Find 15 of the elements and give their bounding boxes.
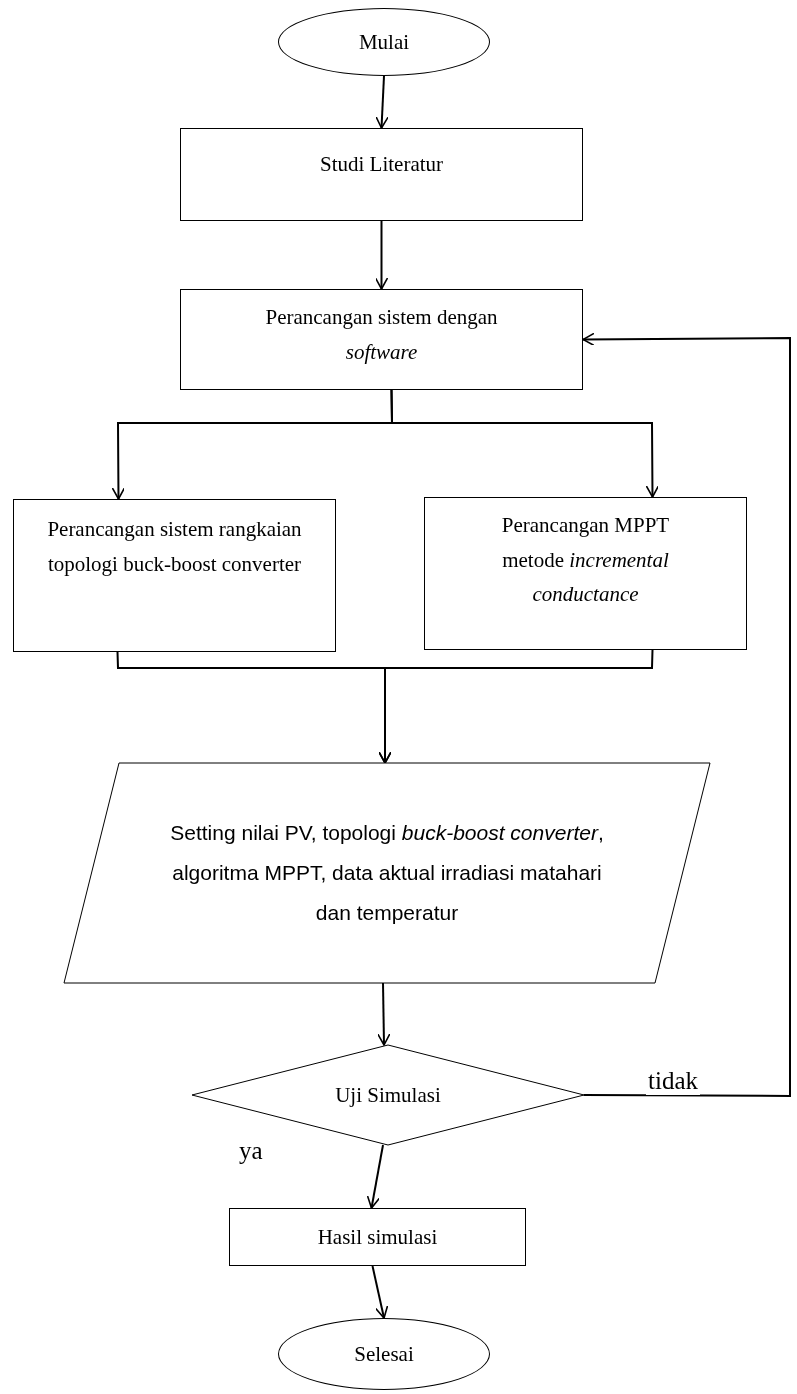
- arrow: [375, 75, 389, 129]
- decision-diamond: Uji Simulasi: [192, 1045, 584, 1145]
- arrow: [366, 1144, 384, 1209]
- process-box: Perancangan sistem rangkaian topologi buck-boost converter: [13, 499, 336, 652]
- arrow: [377, 982, 391, 1046]
- process-box: Studi Literatur: [180, 128, 583, 221]
- input-parallelogram: Setting nilai PV, topologi buck-boost converter, algoritma MPPT, data aktual irradiasi matahari dan temperatur: [64, 763, 710, 983]
- process-box: Hasil simulasi: [229, 1208, 526, 1266]
- process-box: Perancangan sistem dengan software: [180, 289, 583, 390]
- arrow: [582, 332, 791, 1097]
- process-box: Perancangan MPPT metode incremental conductance: [424, 497, 747, 650]
- arrow: [371, 1265, 389, 1319]
- arrow: [374, 220, 389, 290]
- arrow: [378, 649, 654, 764]
- arrow: [390, 389, 660, 498]
